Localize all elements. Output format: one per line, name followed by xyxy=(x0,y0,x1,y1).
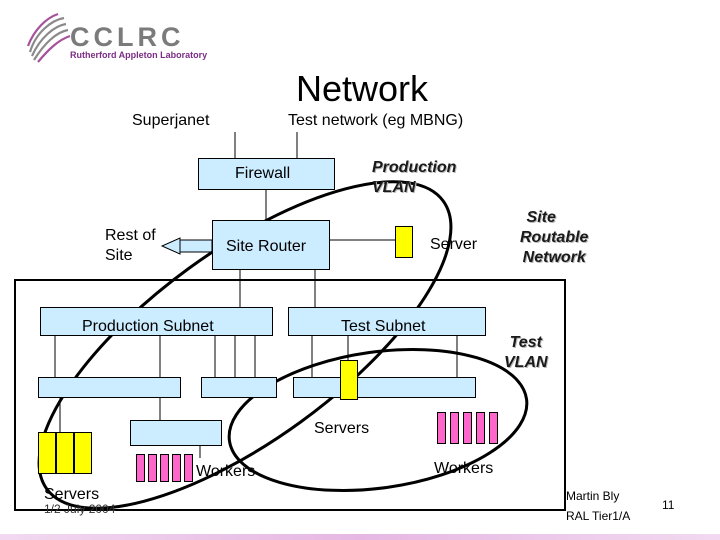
worker-switch-box xyxy=(130,420,222,446)
footer-author: Martin Bly RAL Tier1/A xyxy=(566,486,630,526)
firewall-box xyxy=(198,158,335,190)
site-routable-line1: Site xyxy=(526,209,556,226)
rest-of-site-line1: Rest of xyxy=(105,227,156,244)
footer-author-line2: RAL Tier1/A xyxy=(566,509,631,523)
rest-of-site-label: Rest of Site xyxy=(105,226,156,266)
test-subnet-box xyxy=(288,307,486,336)
site-routable-line2: Routable xyxy=(520,229,589,246)
production-subnet-label: Production Subnet xyxy=(82,318,214,335)
server-label: Server xyxy=(430,236,478,253)
logo-swirl-icon xyxy=(26,12,71,63)
production-switch-small-box xyxy=(201,377,277,398)
production-vlan-label: Production VLAN xyxy=(372,158,456,198)
logo-subtitle: Rutherford Appleton Laboratory xyxy=(70,50,208,60)
test-server-icon xyxy=(340,360,358,400)
bottom-decoration-bar xyxy=(0,534,720,540)
test-subnet-label: Test Subnet xyxy=(341,318,426,335)
server-icon xyxy=(395,226,413,258)
production-server-icon xyxy=(74,432,92,474)
site-routable-network-label: Site Routable Network xyxy=(520,208,588,268)
test-vlan-line2: VLAN xyxy=(504,354,548,371)
worker-nodes-production xyxy=(136,454,193,482)
production-vlan-line1: Production xyxy=(372,159,457,176)
workers-right-label: Workers xyxy=(434,460,494,477)
test-network-label: Test network (eg MBNG) xyxy=(288,112,464,129)
servers-bottom-label: Servers xyxy=(44,486,100,503)
worker-nodes-test xyxy=(437,412,499,444)
page-number: 11 xyxy=(662,498,675,512)
footer-date: 1/2 July 2004 xyxy=(44,502,116,516)
logo: CCLRC Rutherford Appleton Laboratory xyxy=(20,10,210,65)
superjanet-label: Superjanet xyxy=(132,112,210,129)
production-vlan-line2: VLAN xyxy=(372,179,416,196)
servers-mid-label: Servers xyxy=(314,420,370,437)
rest-of-site-line2: Site xyxy=(105,247,133,264)
production-server-icon xyxy=(38,432,56,474)
production-subnet-box xyxy=(40,307,273,336)
test-switch-box xyxy=(293,377,476,398)
test-vlan-line1: Test xyxy=(509,334,542,351)
firewall-label: Firewall xyxy=(235,165,291,182)
site-routable-line3: Network xyxy=(522,249,586,266)
page-title: Network xyxy=(296,68,429,109)
logo-name: CCLRC xyxy=(70,22,185,52)
footer-author-line1: Martin Bly xyxy=(566,489,620,503)
test-vlan-label: Test VLAN xyxy=(504,333,548,373)
production-server-icon xyxy=(56,432,74,474)
site-router-label: Site Router xyxy=(226,238,307,255)
production-switch-box xyxy=(38,377,181,398)
workers-left-label: Workers xyxy=(196,463,256,480)
site-router-box xyxy=(212,220,330,270)
